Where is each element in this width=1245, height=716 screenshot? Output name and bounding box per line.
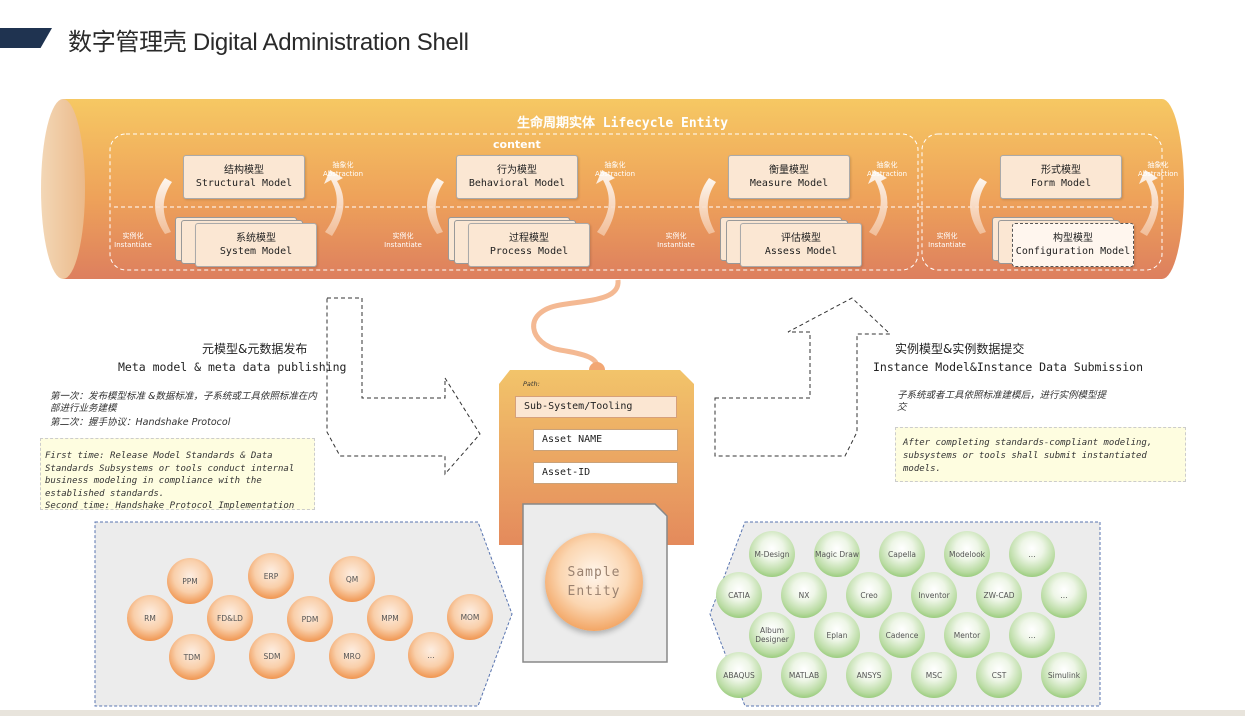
measure-model-en: Measure Model: [749, 178, 829, 189]
measure-model-box: 衡量模型 Measure Model: [728, 155, 850, 199]
structural-model-box: 结构模型 Structural Model: [183, 155, 305, 199]
tool-ball: ...: [1009, 612, 1055, 658]
tube-connector: [531, 279, 621, 369]
page-title: 数字管理壳 Digital Administration Shell: [68, 29, 469, 56]
tool-ball: Cadence: [879, 612, 925, 658]
tool-ball: MATLAB: [781, 652, 827, 698]
structural-model-en: Structural Model: [195, 178, 293, 189]
path-label: Path:: [523, 380, 540, 388]
system-ball: FD&LD: [207, 595, 253, 641]
sample-entity-ball: Sample Entity: [545, 533, 643, 631]
configuration-model-box: 构型模型 Configuration Model: [1012, 223, 1134, 267]
system-ball: MPM: [367, 595, 413, 641]
meta-publish-arrow: [326, 297, 481, 476]
content-frame-right: [921, 133, 1163, 271]
tool-ball: ANSYS: [846, 652, 892, 698]
tool-ball: ZW-CAD: [976, 572, 1022, 618]
process-model-en: Process Model: [489, 246, 569, 257]
instance-submit-label-en: Instance Model&Instance Data Submission: [873, 360, 1144, 374]
sample-entity-label: Sample Entity: [567, 565, 621, 599]
system-ball: MRO: [329, 633, 375, 679]
tool-ball: Creo: [846, 572, 892, 618]
meta-publish-label-cn: 元模型&元数据发布: [202, 342, 308, 356]
meta-note-en-box: [40, 438, 315, 510]
configuration-model-cn: 构型模型: [1053, 233, 1093, 244]
tool-ball: ...: [1009, 531, 1055, 577]
instance-note-cn: 子系统或者工具依照标准建模后，进行实例模型提交: [897, 390, 1107, 413]
system-model-cn: 系统模型: [236, 233, 276, 244]
system-ball: QM: [329, 556, 375, 602]
system-ball: TDM: [169, 634, 215, 680]
asset-name-field: Asset NAME: [533, 429, 678, 451]
tool-ball: M-Design: [749, 531, 795, 577]
assess-model-cn: 评估模型: [781, 233, 821, 244]
measure-model-cn: 衡量模型: [769, 165, 809, 176]
instance-note-en: After completing standards-compliant mod…: [903, 438, 1153, 474]
system-ball: ...: [408, 632, 454, 678]
title-accent-bar: [0, 28, 52, 48]
system-model-box: 系统模型 System Model: [195, 223, 317, 267]
behavioral-model-cn: 行为模型: [497, 165, 537, 176]
tool-ball: Capella: [879, 531, 925, 577]
system-ball: RM: [127, 595, 173, 641]
lifecycle-tube: [63, 99, 1184, 279]
tool-ball: ...: [1041, 572, 1087, 618]
instance-note-en-box: [895, 427, 1186, 482]
instance-submit-label-cn: 实例模型&实例数据提交: [895, 342, 1025, 356]
process-model-box: 过程模型 Process Model: [468, 223, 590, 267]
meta-note-en-1: First time: Release Model Standards & Da…: [45, 451, 295, 499]
form-model-cn: 形式模型: [1041, 165, 1081, 176]
tool-ball: CATIA: [716, 572, 762, 618]
meta-note-en-2: Second time: Handshake Protocol Implemen…: [45, 501, 295, 511]
tool-ball: Inventor: [911, 572, 957, 618]
subsystem-field: Sub-System/Tooling: [515, 396, 677, 418]
tool-ball: Mentor: [944, 612, 990, 658]
asset-id-field: Asset-ID: [533, 462, 678, 484]
behavioral-model-box: 行为模型 Behavioral Model: [456, 155, 578, 199]
system-ball: MOM: [447, 594, 493, 640]
meta-publish-label-en: Meta model & meta data publishing: [118, 360, 347, 374]
system-ball: PPM: [167, 558, 213, 604]
tool-ball: NX: [781, 572, 827, 618]
tool-ball: ABAQUS: [716, 652, 762, 698]
configuration-model-en: Configuration Model: [1015, 246, 1131, 257]
tool-ball: Simulink: [1041, 652, 1087, 698]
tool-ball: MSC: [911, 652, 957, 698]
tool-ball: Modelook: [944, 531, 990, 577]
tool-ball: Eplan: [814, 612, 860, 658]
lifecycle-title: 生命周期实体 Lifecycle Entity: [516, 116, 729, 131]
structural-model-cn: 结构模型: [224, 165, 264, 176]
meta-note-cn-2: 第二次：握手协议：Handshake Protocol: [50, 417, 231, 428]
form-model-en: Form Model: [1030, 178, 1092, 189]
system-ball: SDM: [249, 633, 295, 679]
tool-ball: Magic Draw: [814, 531, 860, 577]
form-model-box: 形式模型 Form Model: [1000, 155, 1122, 199]
meta-note-cn-1: 第一次：发布模型标准 &数据标准，子系统或工具依照标准在内部进行业务建模: [50, 391, 317, 414]
system-model-en: System Model: [219, 246, 293, 257]
system-ball: PDM: [287, 596, 333, 642]
process-model-cn: 过程模型: [509, 233, 549, 244]
content-frame: [109, 133, 919, 271]
assess-model-en: Assess Model: [764, 246, 838, 257]
tool-ball: CST: [976, 652, 1022, 698]
system-ball: ERP: [248, 553, 294, 599]
content-label: content: [493, 138, 541, 151]
instance-submit-arrow: [714, 297, 892, 457]
tube-left-end: [41, 99, 85, 279]
tool-ball: Album Designer: [749, 612, 795, 658]
assess-model-box: 评估模型 Assess Model: [740, 223, 862, 267]
behavioral-model-en: Behavioral Model: [468, 178, 566, 189]
curved-arrows: [155, 170, 1159, 236]
